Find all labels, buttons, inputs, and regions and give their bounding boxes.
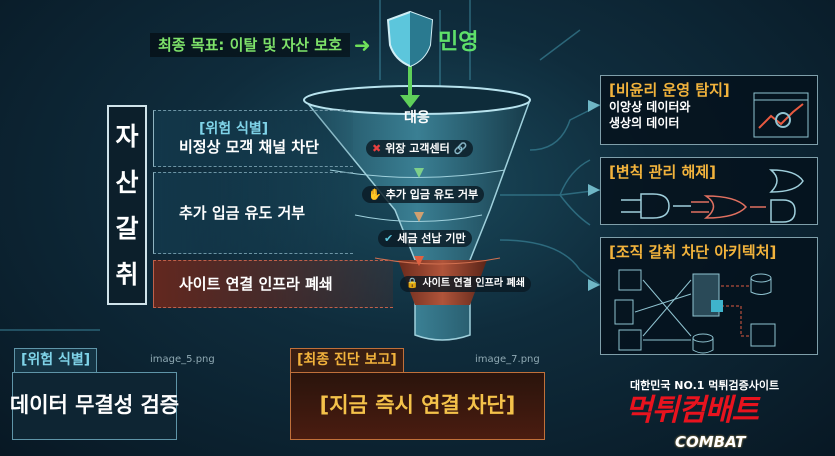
box-title: [조직 갈취 차단 아키텍처] [609,243,777,261]
section-text: 사이트 연결 인프라 폐쇄 [179,275,333,293]
target-label: 민영 [438,30,479,55]
right-box-architecture: [조직 갈취 차단 아키텍처] [600,237,818,355]
vertical-char: 취 [115,259,139,289]
asset-extortion-label: 자 산 갈 취 [107,105,147,305]
risk-tag: [위험 식별] [199,121,269,138]
logo-english: COMBAT [675,433,746,451]
section-text: 추가 입금 유도 거부 [179,204,306,222]
data-analysis-icon [753,92,809,138]
stop-hand-icon: ✋ [368,188,382,201]
arrow-right-icon: ➜ [353,33,371,57]
left-section-infra: 사이트 연결 인프라 폐쇄 [153,260,393,308]
funnel-stage: 🔒 사이트 연결 인프라 폐쇄 [400,276,531,292]
left-section-channel: [위험 식별] 비정상 모객 채널 차단 [153,110,353,167]
logo-name: 먹튀컴배트 [625,393,759,428]
bottom-tab-report: [최종 진단 보고] [290,348,404,373]
link-icon: 🔗 [453,142,468,155]
bottom-tab-risk: [위험 식별] [14,348,98,373]
logo-subtitle: 대한민국 NO.1 먹튀검증사이트 [630,379,780,392]
stage-label: 세금 선납 기만 [397,232,466,245]
box-title: [변칙 관리 해제] [609,163,716,181]
box-title: [비윤리 운영 탐지] [609,81,730,99]
stage-label: 위장 고객센터 [385,142,450,155]
bottom-panel-disconnect: [지금 즉시 연결 차단] [290,372,545,440]
stage-label: 추가 입금 유도 거부 [385,188,479,201]
server-lock-icon: 🔒 [406,278,419,289]
bottom-panel-integrity: 데이터 무결성 검증 [10,372,179,440]
shield-check-icon: ✔ [384,232,394,245]
vertical-char: 자 [115,121,139,151]
flow-arrows [400,65,424,266]
funnel-stage: ✖ 위장 고객센터 🔗 [366,140,474,158]
funnel-stage: ✋ 추가 입금 유도 거부 [362,186,485,204]
goal-row: 최종 목표: 이탈 및 자산 보호 ➜ [150,33,371,57]
goal-label: 최종 목표: 이탈 및 자산 보호 [150,33,350,57]
file-label: image_5.png [150,354,215,365]
right-box-detection: [비윤리 운영 탐지] 이앙상 데이터와 생상의 데이터 [600,75,818,145]
vertical-char: 갈 [115,213,139,243]
shield-icon [386,10,434,68]
funnel-stage: ✔ 세금 선납 기만 [378,230,472,248]
vertical-char: 산 [115,167,139,197]
headset-blocked-icon: ✖ [372,142,382,155]
funnel-title: 대응 [404,110,430,126]
logic-gates-icon [621,169,804,223]
network-architecture-icon [614,269,776,354]
right-box-logic: [변칙 관리 해제] [600,157,818,225]
box-line: 이앙상 데이터와 [609,100,691,114]
left-section-deposit: 추가 입금 유도 거부 [153,172,353,254]
box-line: 생상의 데이터 [609,116,680,130]
stage-label: 사이트 연결 인프라 폐쇄 [422,278,525,289]
file-label: image_7.png [475,354,540,365]
section-text: 비정상 모객 채널 차단 [179,137,319,156]
